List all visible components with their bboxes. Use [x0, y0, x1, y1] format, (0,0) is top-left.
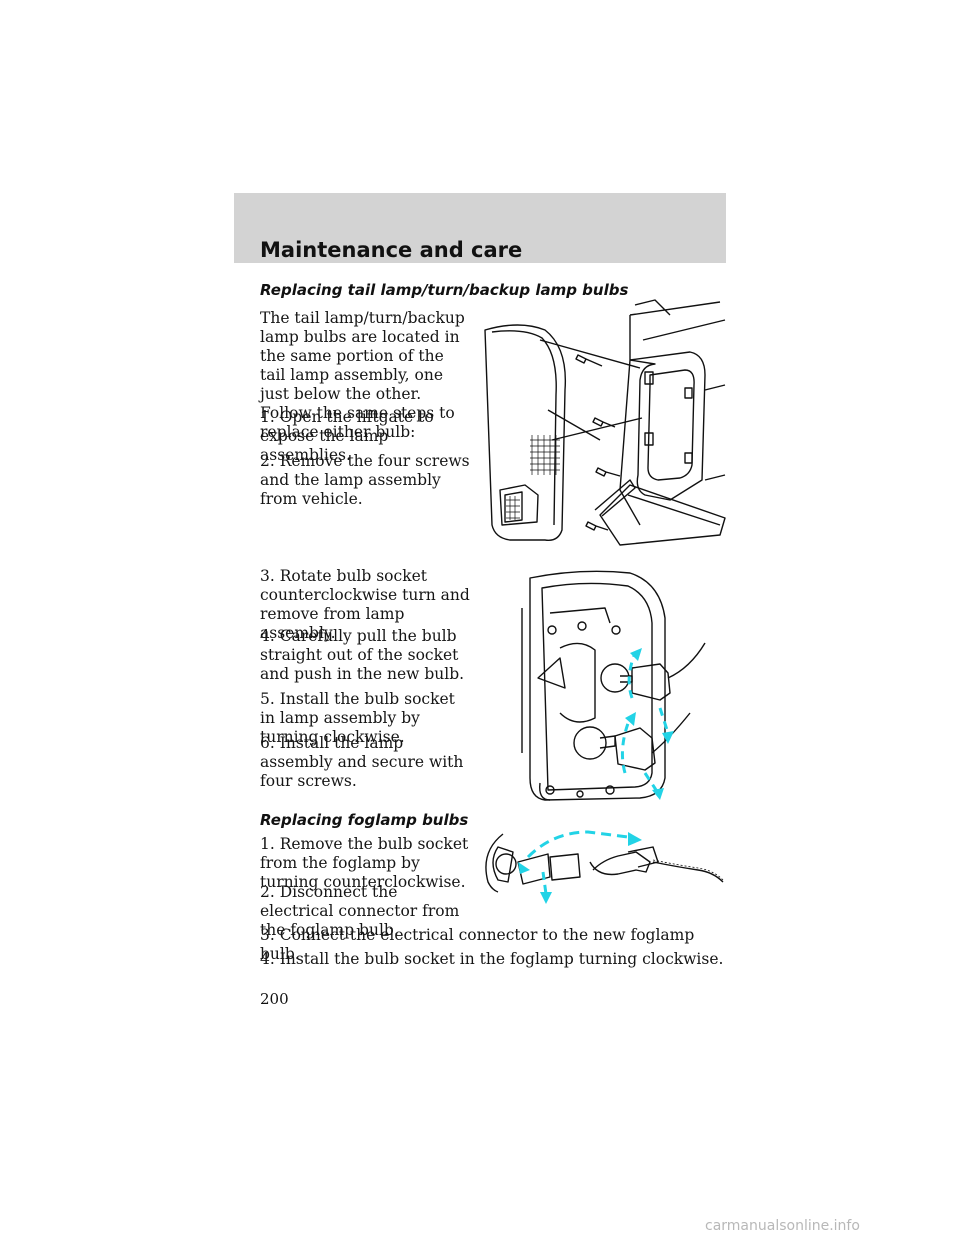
tail-lamp-heading: Replacing tail lamp/turn/backup lamp bul… — [260, 281, 629, 299]
section-title: Maintenance and care — [260, 238, 523, 262]
foglamp-heading: Replacing foglamp bulbs — [260, 811, 469, 829]
foglamp-illustration — [485, 830, 724, 904]
bulb-socket-illustration — [521, 570, 706, 801]
section-header-band — [234, 193, 726, 263]
tail-lamp-step-1: 1. Open the liftgate to expose the lamp … — [260, 408, 434, 464]
tail-lamp-assembly-illustration — [484, 299, 726, 546]
foglamp-step-4: 4. Install the bulb socket in the foglam… — [260, 950, 724, 968]
watermark: carmanualsonline.info — [705, 1218, 860, 1234]
tail-lamp-step-5: 5. Install the bulb socket in lamp assem… — [260, 690, 455, 746]
foglamp-step-2: 2. Disconnect the electrical connector f… — [260, 883, 460, 939]
tail-lamp-step-3: 3. Rotate bulb socket counterclockwise t… — [260, 567, 470, 642]
tail-lamp-step-2: 2. Remove the four screws and the lamp a… — [260, 452, 470, 508]
foglamp-step-1: 1. Remove the bulb socket from the fogla… — [260, 835, 469, 891]
tail-lamp-intro: The tail lamp/turn/backup lamp bulbs are… — [260, 309, 465, 441]
foglamp-step-3: 3. Connect the electrical connector to t… — [260, 926, 695, 963]
tail-lamp-step-6: 6. Install the lamp assembly and secure … — [260, 734, 464, 790]
page-number: 200 — [260, 990, 289, 1008]
tail-lamp-step-4: 4. Carefully pull the bulb straight out … — [260, 627, 465, 683]
